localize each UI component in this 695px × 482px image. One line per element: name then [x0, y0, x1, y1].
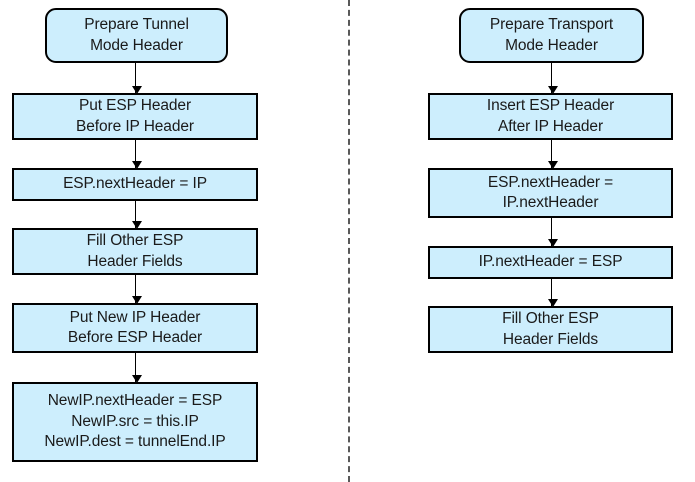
node-ip-nextheader-equals-esp[interactable]: IP.nextHeader = ESP [428, 246, 673, 279]
node-put-new-ip-header-before-esp-header[interactable]: Put New IP Header Before ESP Header [12, 303, 258, 353]
node-label: Prepare Transport Mode Header [489, 16, 614, 54]
node-label: IP.nextHeader = ESP [478, 253, 623, 271]
node-prepare-tunnel-mode-header[interactable]: Prepare Tunnel Mode Header [45, 8, 228, 63]
connector-tunnel-3 [131, 201, 142, 229]
node-label: ESP.nextHeader = IP [63, 175, 207, 193]
connector-tunnel-5 [131, 353, 142, 383]
node-label: Fill Other ESP Header Fields [502, 310, 599, 348]
connector-transport-1 [547, 63, 558, 94]
node-esp-nextheader-equals-ip[interactable]: ESP.nextHeader = IP [12, 168, 258, 201]
connector-tunnel-4 [131, 275, 142, 304]
node-label: Put New IP Header Before ESP Header [67, 308, 203, 346]
node-fill-other-esp-header-fields-transport[interactable]: Fill Other ESP Header Fields [428, 306, 673, 353]
node-insert-esp-header-after-ip-header[interactable]: Insert ESP Header After IP Header [428, 93, 673, 140]
node-label: Prepare Tunnel Mode Header [84, 16, 189, 54]
node-fill-other-esp-header-fields-tunnel[interactable]: Fill Other ESP Header Fields [12, 228, 258, 275]
node-newip-header-fields[interactable]: NewIP.nextHeader = ESP NewIP.src = this.… [12, 382, 258, 462]
node-put-esp-header-before-ip-header[interactable]: Put ESP Header Before IP Header [12, 93, 258, 140]
connector-transport-2 [547, 140, 558, 169]
connector-tunnel-1 [131, 63, 142, 94]
node-esp-nextheader-equals-ip-nextheader[interactable]: ESP.nextHeader = IP.nextHeader [428, 168, 673, 218]
connector-transport-3 [547, 218, 558, 247]
node-prepare-transport-mode-header[interactable]: Prepare Transport Mode Header [459, 8, 644, 63]
node-label: Put ESP Header Before IP Header [76, 97, 194, 135]
node-label: Fill Other ESP Header Fields [86, 232, 184, 270]
node-label: Insert ESP Header After IP Header [486, 97, 615, 135]
node-label: NewIP.nextHeader = ESP NewIP.src = this.… [44, 392, 226, 451]
connector-transport-4 [547, 279, 558, 307]
node-label: ESP.nextHeader = IP.nextHeader [487, 173, 614, 211]
connector-tunnel-2 [131, 140, 142, 169]
vertical-dashed-divider [348, 0, 350, 482]
